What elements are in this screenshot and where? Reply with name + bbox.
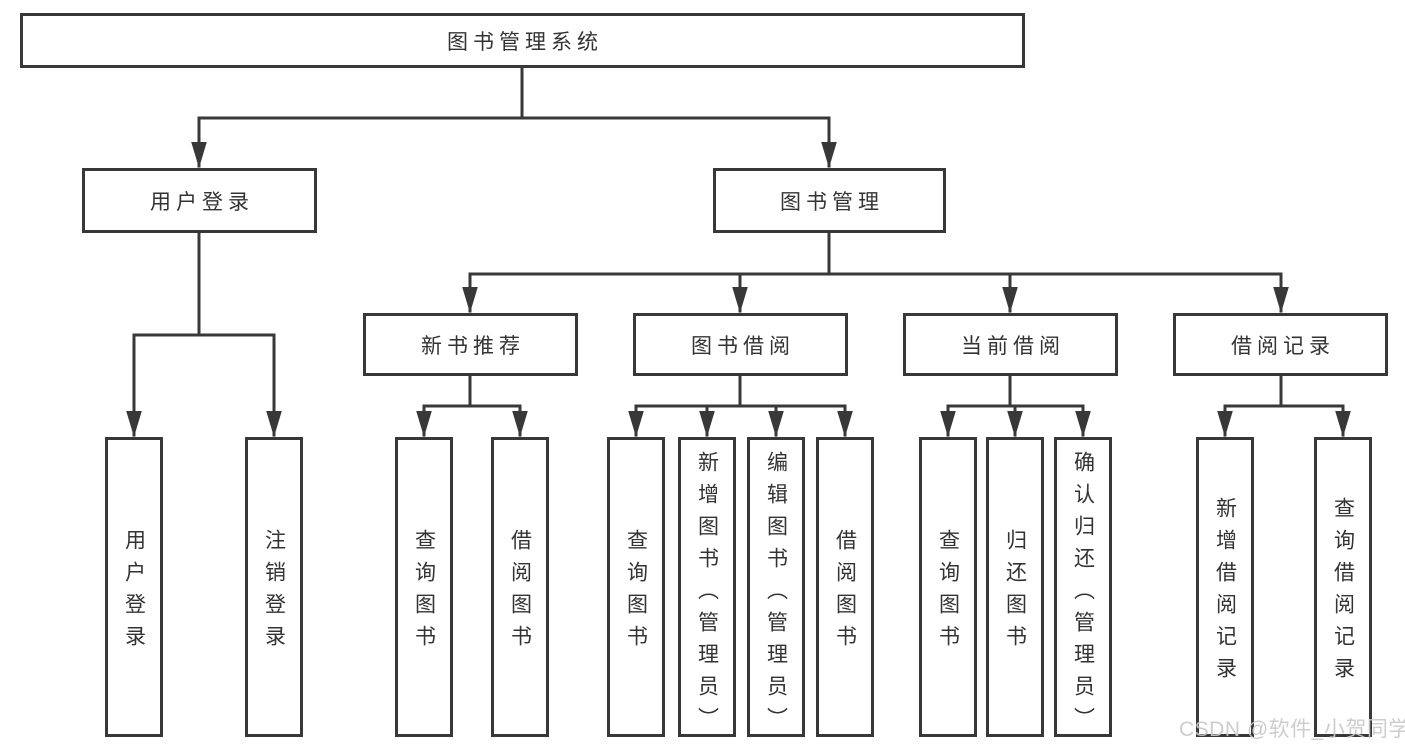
leaf-add-books-admin: 新增图书（管理员） (678, 437, 736, 739)
leaf-borrow-books-recommend: 借阅图书 (491, 437, 549, 737)
node-new-book-recommend: 新书推荐 (363, 313, 578, 376)
csdn-watermark: CSDN @软件_小贺同学 (1179, 718, 1405, 741)
leaf-borrow-books: 借阅图书 (816, 437, 874, 737)
node-current-borrow: 当前借阅 (903, 313, 1118, 376)
leaf-query-borrow-record: 查询借阅记录 (1314, 437, 1372, 737)
leaf-user-login: 用户登录 (105, 437, 163, 737)
leaf-query-books-current: 查询图书 (919, 437, 977, 737)
leaf-add-borrow-record: 新增借阅记录 (1196, 437, 1254, 737)
node-root-system: 图书管理系统 (20, 13, 1025, 68)
node-borrow-records: 借阅记录 (1173, 313, 1388, 376)
leaf-confirm-return-admin: 确认归还（管理员） (1054, 437, 1112, 739)
leaf-query-books-recommend: 查询图书 (395, 437, 453, 737)
leaf-return-books: 归还图书 (986, 437, 1044, 737)
leaf-logout: 注销登录 (245, 437, 303, 737)
leaf-query-books-borrow: 查询图书 (607, 437, 665, 737)
leaf-edit-books-admin: 编辑图书（管理员） (747, 437, 805, 739)
node-user-login: 用户登录 (82, 168, 317, 233)
node-book-management: 图书管理 (713, 168, 946, 233)
node-book-borrow: 图书借阅 (633, 313, 848, 376)
